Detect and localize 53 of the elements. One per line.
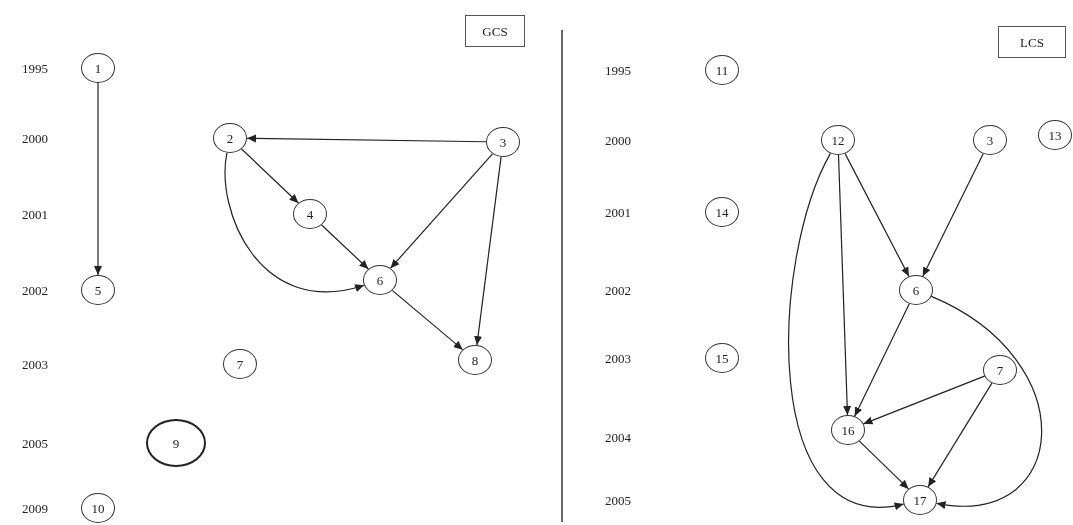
node-circle: 16: [831, 415, 865, 445]
node-circle: 9: [146, 419, 206, 467]
arrow: [858, 440, 910, 490]
year-label: 2002: [605, 283, 631, 297]
year-label: 2000: [605, 133, 631, 147]
year-label: 2003: [22, 357, 48, 371]
year-label: 1995: [605, 63, 631, 77]
arrow: [224, 152, 365, 293]
arrow: [837, 154, 852, 416]
arrow: [94, 82, 102, 276]
year-label: 2005: [605, 493, 631, 507]
node-circle: 3: [486, 127, 520, 157]
node-circle: 7: [983, 355, 1017, 385]
arrow: [474, 156, 502, 346]
node-circle: 6: [363, 265, 397, 295]
node-circle: 12: [821, 125, 855, 155]
arrow: [240, 148, 300, 204]
node-circle: 3: [973, 125, 1007, 155]
year-label: 2000: [22, 131, 48, 145]
title-box: GCS: [465, 15, 525, 47]
arrow: [246, 134, 487, 143]
node-circle: 2: [213, 123, 247, 153]
year-label: 1995: [22, 61, 48, 75]
year-label: 2001: [605, 205, 631, 219]
arrow: [930, 295, 1043, 509]
year-label: 2004: [605, 430, 631, 444]
node-circle: 14: [705, 197, 739, 227]
year-label: 2009: [22, 501, 48, 515]
node-circle: 10: [81, 493, 115, 523]
arrow: [389, 153, 494, 269]
arrow: [321, 224, 369, 270]
arrow: [862, 375, 986, 425]
arrow: [844, 153, 910, 277]
year-label: 2003: [605, 351, 631, 365]
node-circle: 15: [705, 343, 739, 373]
year-label: 2005: [22, 436, 48, 450]
year-label: 2001: [22, 207, 48, 221]
arrow: [391, 289, 464, 351]
node-circle: 13: [1038, 120, 1072, 150]
node-circle: 8: [458, 345, 492, 375]
node-circle: 5: [81, 275, 115, 305]
arrow: [854, 303, 910, 417]
node-circle: 7: [223, 349, 257, 379]
node-circle: 6: [899, 275, 933, 305]
node-circle: 17: [903, 485, 937, 515]
arrow: [922, 153, 984, 277]
arrow: [788, 152, 905, 509]
node-circle: 4: [293, 199, 327, 229]
year-label: 2002: [22, 283, 48, 297]
node-circle: 11: [705, 55, 739, 85]
title-box: LCS: [998, 26, 1066, 58]
node-circle: 1: [81, 53, 115, 83]
arrow: [927, 382, 993, 488]
